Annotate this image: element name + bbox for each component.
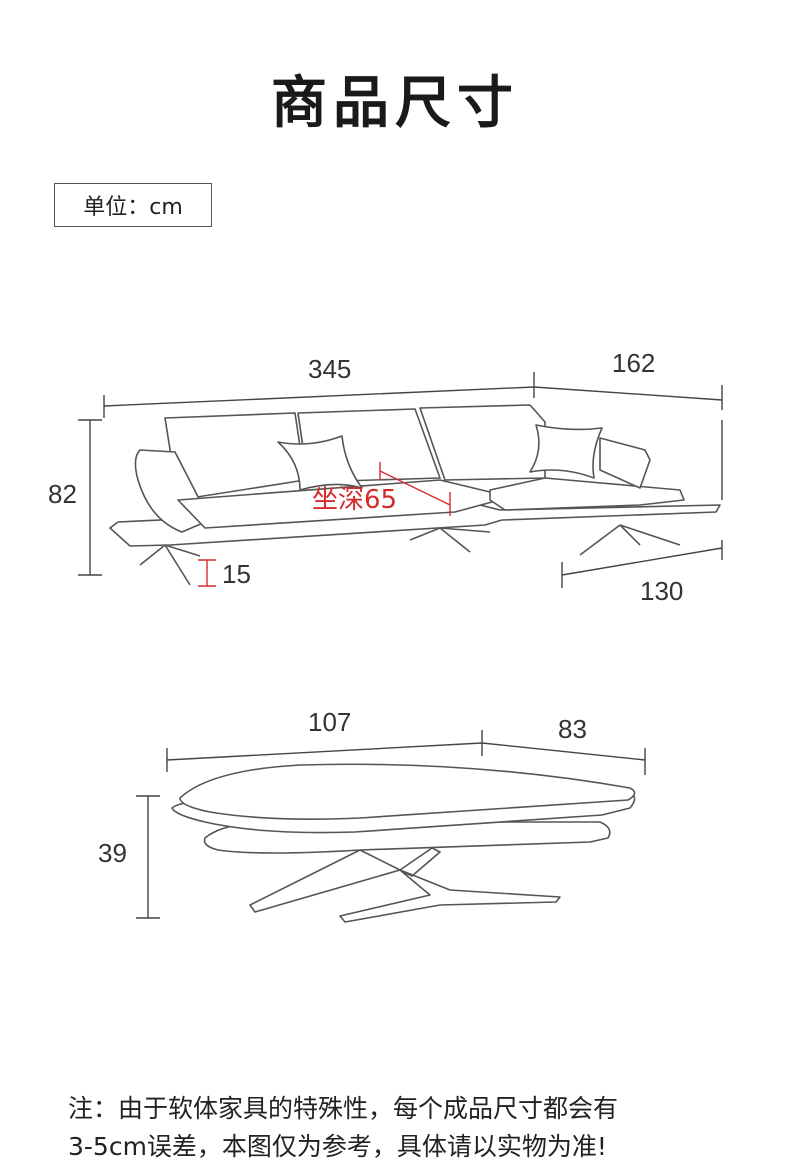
dim-line-seat-depth (379, 462, 451, 516)
ottoman-cushion-top (179, 763, 636, 820)
dim-label-107: 107 (308, 707, 351, 737)
dim-line-130 (561, 540, 723, 588)
sofa-drawing (109, 404, 721, 586)
dim-label-82: 82 (48, 479, 77, 509)
note-line-2: 3-5cm误差，本图仅为参考，具体请以实物为准! (68, 1132, 607, 1161)
dim-line-82 (78, 419, 102, 576)
sofa-armrest-right (599, 437, 651, 489)
sofa-red-dimensions (198, 462, 451, 587)
ottoman-leg (249, 847, 561, 923)
sofa-leg-right (579, 524, 681, 556)
sofa-leg-left (139, 544, 201, 586)
dim-label-39: 39 (98, 838, 127, 868)
sofa-pillow-left (277, 435, 363, 491)
dim-label-345: 345 (308, 354, 351, 384)
dim-label-15: 15 (222, 559, 251, 589)
sofa-dimension-lines (78, 372, 723, 588)
page-title: 商品尺寸 (271, 70, 519, 136)
sofa-chaise-cushion (489, 477, 685, 511)
sofa-pillow-right (529, 424, 603, 479)
sofa-backrest-right (419, 404, 546, 481)
dim-line-162 (533, 385, 723, 410)
unit-label: 单位：cm (54, 183, 212, 227)
disclaimer-note: 注：由于软体家具的特殊性，每个成品尺寸都会有 3-5cm误差，本图仅为参考，具体… (68, 1090, 768, 1166)
note-line-1: 注：由于软体家具的特殊性，每个成品尺寸都会有 (68, 1094, 619, 1123)
unit-label-text: 单位：cm (83, 195, 183, 220)
dim-line-15 (198, 559, 216, 587)
ottoman-dimension-lines (136, 730, 646, 919)
dim-line-39 (136, 795, 160, 919)
dim-label-seat-depth: 坐深65 (312, 485, 397, 515)
dim-label-130: 130 (640, 576, 683, 606)
ottoman-drawing (171, 763, 636, 923)
dim-label-162: 162 (612, 348, 655, 378)
dim-label-83: 83 (558, 714, 587, 744)
sofa-leg-middle (409, 527, 491, 553)
dim-line-83 (481, 742, 646, 775)
dim-line-345 (103, 372, 535, 418)
